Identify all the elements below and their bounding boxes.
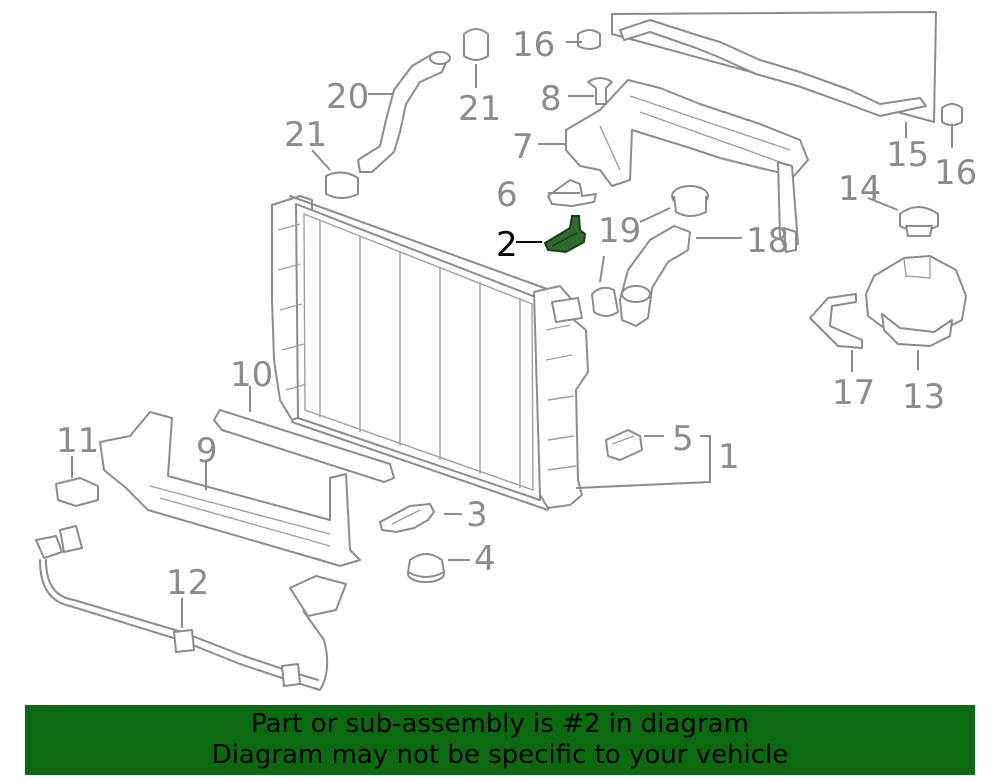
part-17-bracket — [809, 293, 863, 349]
part-16-clamp-top — [577, 29, 601, 50]
part-21-clamp-top — [463, 28, 489, 61]
part-18-hose — [619, 225, 691, 327]
part-20-hose — [357, 51, 451, 173]
part-4-grommet — [407, 553, 445, 583]
callout-21-left: 21 — [284, 115, 327, 155]
callout-7: 7 — [512, 127, 534, 167]
callout-21-top: 21 — [458, 89, 501, 129]
banner-line-1: Part or sub-assembly is #2 in diagram — [251, 709, 749, 739]
banner-line-2: Diagram may not be specific to your vehi… — [211, 740, 789, 770]
part-12-harness — [35, 525, 347, 691]
callout-2: 2 — [496, 225, 518, 265]
part-2-bracket — [543, 215, 587, 254]
part-9-lower-baffle — [99, 411, 361, 567]
callout-15: 15 — [886, 135, 929, 175]
callout-6: 6 — [496, 175, 518, 215]
part-5-sensor — [605, 429, 643, 461]
callout-18: 18 — [746, 221, 789, 261]
part-13-reservoir — [865, 255, 967, 347]
part-7-baffle — [565, 79, 809, 253]
callout-11: 11 — [56, 421, 99, 461]
callout-8: 8 — [540, 79, 562, 119]
callout-4: 4 — [474, 539, 496, 579]
callout-16-top: 16 — [512, 25, 555, 65]
info-banner: Part or sub-assembly is #2 in diagram Di… — [25, 705, 975, 775]
callout-5: 5 — [672, 419, 694, 459]
part-11-connector — [55, 477, 99, 507]
callout-9: 9 — [196, 431, 218, 471]
callout-14: 14 — [838, 169, 881, 209]
callout-17: 17 — [832, 373, 875, 413]
callout-19: 19 — [598, 211, 641, 251]
part-15-hose-box — [611, 11, 937, 123]
callout-10: 10 — [230, 355, 273, 395]
callout-3: 3 — [466, 495, 488, 535]
part-14-cap — [899, 206, 939, 237]
part-10-seal — [213, 409, 395, 483]
callout-12: 12 — [166, 563, 209, 603]
parts-diagram: 1 2 3 4 5 6 7 8 9 10 11 12 13 14 15 16 1… — [35, 11, 977, 691]
part-8-push-pin — [587, 77, 613, 105]
callout-16-right: 16 — [934, 153, 977, 193]
part-21-clamp-left — [325, 171, 359, 199]
callout-20: 20 — [326, 77, 369, 117]
part-19-clamp-upper — [671, 185, 709, 217]
part-16-clamp-right — [941, 103, 963, 126]
part-19-clamp-lower — [591, 286, 619, 317]
callout-1: 1 — [718, 437, 740, 477]
radiator — [271, 195, 589, 511]
leader-lines — [71, 41, 953, 628]
part-3-bracket — [379, 503, 435, 533]
callout-13: 13 — [902, 377, 945, 417]
